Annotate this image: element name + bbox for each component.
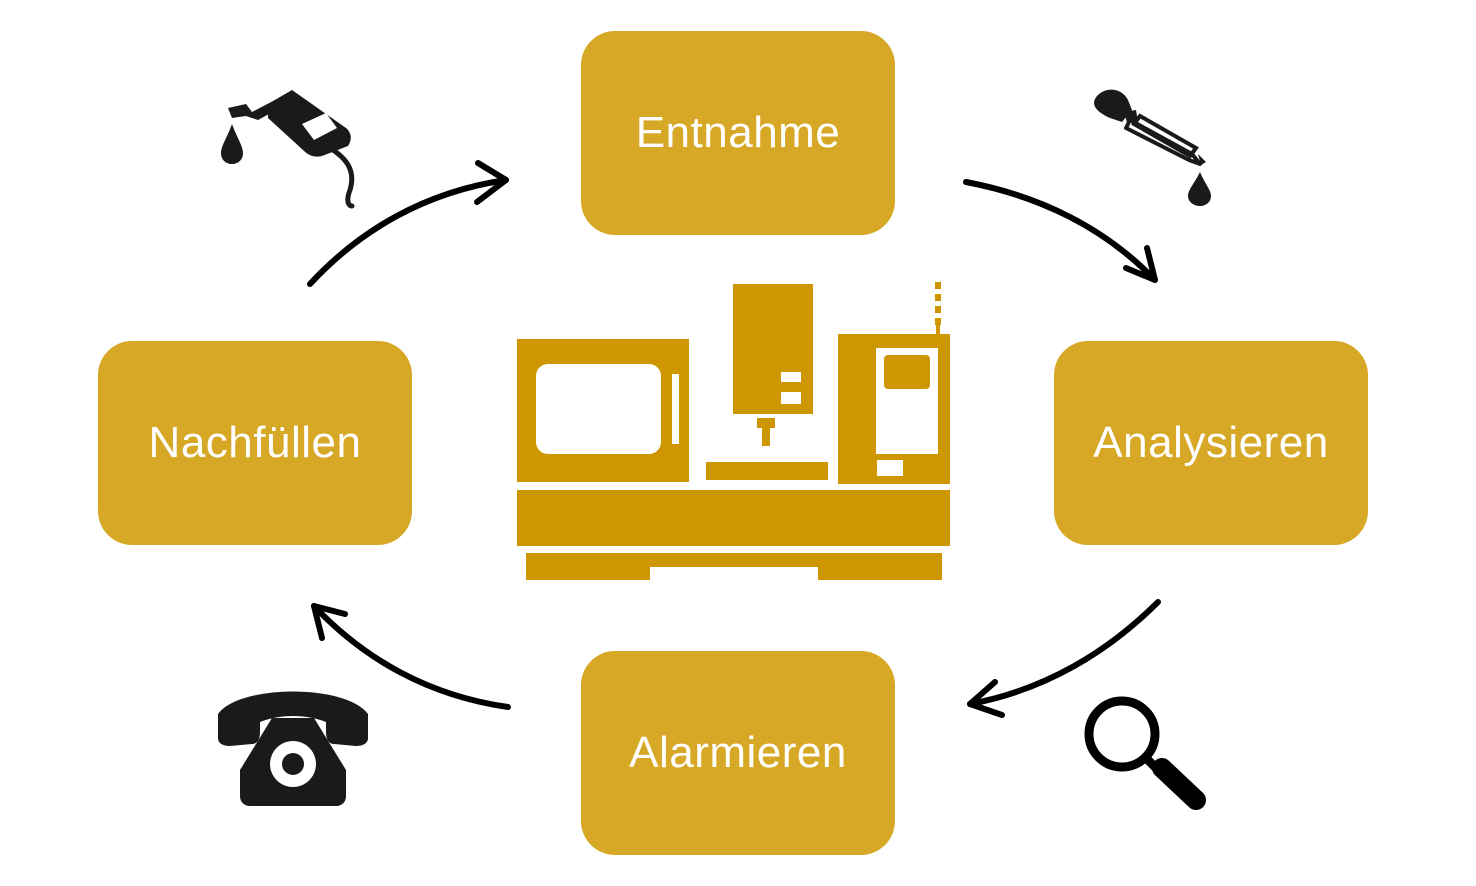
arrow-entnahme-to-analysieren (963, 179, 1158, 283)
step-analysieren: Analysieren (1054, 341, 1368, 545)
arrow-nachfuellen-to-entnahme (307, 160, 509, 287)
magnifier-icon (1084, 696, 1206, 810)
arrow-analysieren-to-alarmieren (967, 599, 1161, 718)
pipette-icon (1094, 89, 1211, 206)
step-entnahme-label: Entnahme (635, 108, 841, 157)
step-alarmieren: Alarmieren (581, 651, 895, 855)
telephone-icon (218, 691, 368, 806)
step-nachfuellen-label: Nachfüllen (148, 418, 362, 467)
cycle-arrows (307, 160, 1161, 718)
step-entnahme: Entnahme (581, 31, 895, 235)
cnc-machine-icon (517, 282, 950, 580)
step-nachfuellen: Nachfüllen (98, 341, 412, 545)
step-alarmieren-label: Alarmieren (629, 728, 847, 777)
fuel-nozzle-icon (221, 90, 355, 209)
step-analysieren-label: Analysieren (1093, 418, 1329, 467)
arrow-alarmieren-to-nachfuellen (311, 603, 511, 710)
